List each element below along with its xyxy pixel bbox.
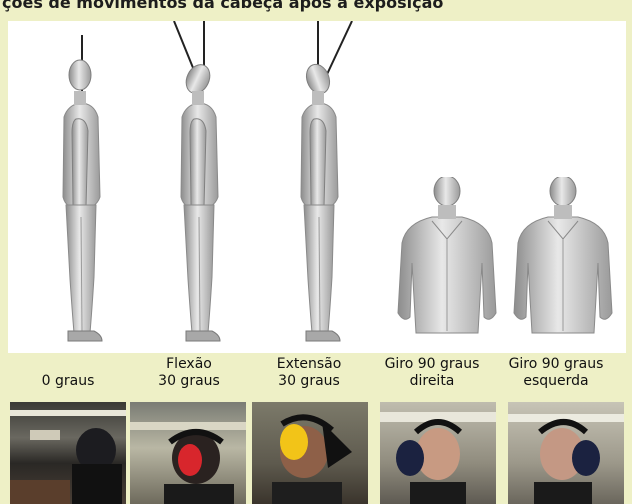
photo-subject-extensao bbox=[252, 402, 368, 504]
mannequin-flexao bbox=[164, 21, 244, 347]
label-line1: Giro 90 graus bbox=[496, 356, 616, 373]
label-line1: Flexão bbox=[129, 356, 249, 373]
head bbox=[434, 177, 460, 206]
mannequin-0-graus bbox=[46, 35, 116, 347]
mannequin-giro-esquerda bbox=[508, 177, 618, 347]
head bbox=[550, 177, 576, 206]
label-giro-direita: Giro 90 graus direita bbox=[372, 356, 492, 390]
figure-panel bbox=[8, 21, 626, 353]
head bbox=[69, 60, 91, 90]
figure-caption-partial: ções de movimentos da cabeça após a expo… bbox=[0, 0, 632, 14]
label-line1: 0 graus bbox=[8, 373, 128, 390]
caption-text: ções de movimentos da cabeça após a expo… bbox=[2, 0, 443, 12]
label-line2: direita bbox=[372, 373, 492, 390]
photo-subject-giro-direita bbox=[380, 402, 496, 504]
mannequin-giro-direita bbox=[392, 177, 502, 347]
label-line2: esquerda bbox=[496, 373, 616, 390]
label-giro-esquerda: Giro 90 graus esquerda bbox=[496, 356, 616, 390]
label-line1: Giro 90 graus bbox=[372, 356, 492, 373]
photo-subject-giro-esquerda bbox=[508, 402, 624, 504]
photo-subject-0-graus bbox=[10, 402, 126, 504]
label-line1: Extensão bbox=[249, 356, 369, 373]
photo-subject-flexao bbox=[130, 402, 246, 504]
label-extensao: Extensão 30 graus bbox=[249, 356, 369, 390]
label-0-graus: 0 graus bbox=[8, 356, 128, 390]
label-line2: 30 graus bbox=[129, 373, 249, 390]
mannequin-extensao bbox=[280, 21, 360, 347]
label-line2: 30 graus bbox=[249, 373, 369, 390]
label-flexao: Flexão 30 graus bbox=[129, 356, 249, 390]
